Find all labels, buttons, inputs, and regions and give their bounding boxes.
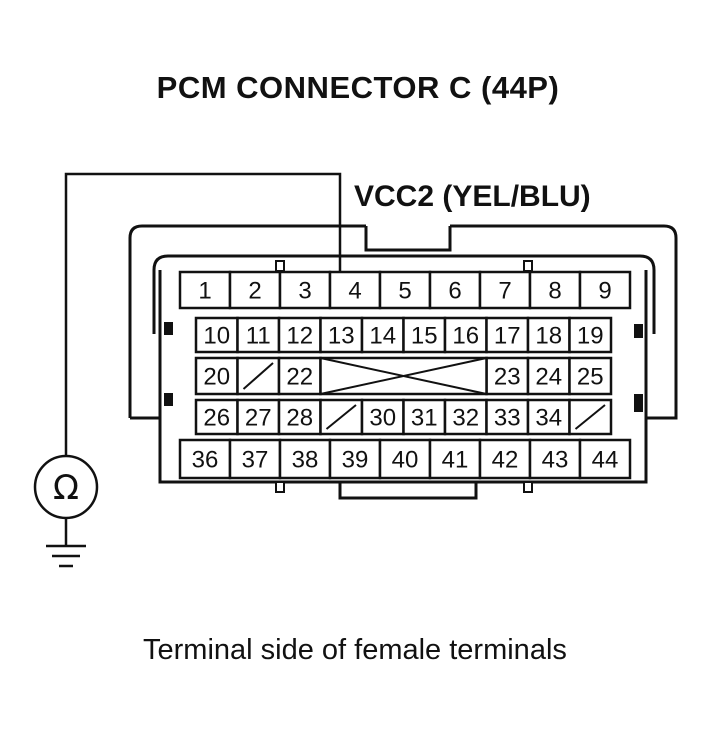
terminal-label: 18 (535, 323, 562, 350)
blank-cavity-cross (320, 357, 487, 395)
terminal-label: 9 (598, 278, 611, 305)
guide-post-bottom-left (275, 481, 285, 493)
terminal-label: 14 (369, 323, 396, 350)
unused-terminal-slash (325, 404, 357, 430)
meter-lead-wire (64, 172, 342, 455)
terminal-label: 38 (292, 447, 319, 474)
terminal-label: 22 (286, 364, 313, 391)
terminal-22 (277, 356, 322, 396)
terminal-40 (378, 438, 432, 480)
terminal-label: 23 (494, 364, 521, 391)
terminal-1 (178, 270, 232, 310)
terminal-label: 12 (286, 323, 313, 350)
terminal-8 (528, 270, 582, 310)
terminal-label: 31 (411, 405, 438, 432)
terminal-label: 20 (203, 364, 230, 391)
terminal-label: 7 (498, 278, 511, 305)
terminal-label: 5 (398, 278, 411, 305)
terminal-32 (443, 398, 488, 436)
terminal-label: 43 (542, 447, 569, 474)
lock-tab-right-lower (634, 394, 643, 412)
connector-body (158, 270, 648, 484)
terminal-label: 8 (548, 278, 561, 305)
connector-outer-shell (128, 224, 678, 420)
terminal-label: 33 (494, 405, 521, 432)
terminal-16 (443, 316, 488, 354)
unused-terminal-slash (242, 362, 274, 390)
terminal-label: 3 (298, 278, 311, 305)
terminal-39 (328, 438, 382, 480)
terminal-28 (277, 398, 322, 436)
terminal-17 (485, 316, 530, 354)
terminal-label: 10 (203, 323, 230, 350)
lock-tab-right-upper (634, 324, 643, 338)
connector-latch (364, 226, 452, 252)
terminal-12 (277, 316, 322, 354)
terminal-label: 30 (369, 405, 396, 432)
terminal-label: 42 (492, 447, 519, 474)
connector-inner-rail-left (152, 254, 656, 334)
terminal-label: 25 (577, 364, 604, 391)
terminal-3 (278, 270, 332, 310)
lock-tab-left-lower (164, 393, 173, 406)
ground-symbol (46, 544, 86, 568)
terminal-4 (328, 270, 382, 310)
terminal-13 (319, 316, 364, 354)
terminal-44 (578, 438, 632, 480)
terminal-label: 6 (448, 278, 461, 305)
terminal-26 (194, 398, 239, 436)
terminal-42 (478, 438, 532, 480)
connector-bottom-key (338, 482, 478, 500)
terminal-label: 4 (348, 278, 361, 305)
wire-label: VCC2 (YEL/BLU) (354, 180, 591, 213)
terminal-5 (378, 270, 432, 310)
terminal-label: 28 (286, 405, 313, 432)
connector-title: PCM CONNECTOR C (44P) (156, 70, 560, 105)
terminal-25 (568, 356, 613, 396)
terminal-label: 17 (494, 323, 521, 350)
terminal-label: 15 (411, 323, 438, 350)
terminal-label: 44 (592, 447, 619, 474)
terminal-label: 40 (392, 447, 419, 474)
terminal-label: 13 (328, 323, 355, 350)
terminal-label: 34 (535, 405, 562, 432)
terminal-6 (428, 270, 482, 310)
terminal-label: 32 (452, 405, 479, 432)
guide-post-bottom-right (523, 481, 533, 493)
terminal-15 (402, 316, 447, 354)
unused-terminal-slash (574, 404, 606, 430)
terminal-label: 39 (342, 447, 369, 474)
terminal-label: 19 (577, 323, 604, 350)
terminal-label: 1 (198, 278, 211, 305)
terminal-label: 24 (535, 364, 562, 391)
guide-post-top-left (275, 260, 285, 272)
terminal-label: 37 (242, 447, 269, 474)
terminal-label: 26 (203, 405, 230, 432)
terminal-9 (578, 270, 632, 310)
terminal-label: 2 (248, 278, 261, 305)
terminal-label: 16 (452, 323, 479, 350)
terminal-label: 41 (442, 447, 469, 474)
terminal-label: 11 (246, 323, 271, 350)
ohm-symbol-icon: Ω (53, 468, 79, 508)
terminal-label: 27 (245, 405, 272, 432)
guide-post-top-right (523, 260, 533, 272)
terminal-19 (568, 316, 613, 354)
lock-tab-left-upper (164, 322, 173, 335)
diagram-caption: Terminal side of female terminals (143, 634, 567, 666)
terminal-label: 36 (192, 447, 219, 474)
